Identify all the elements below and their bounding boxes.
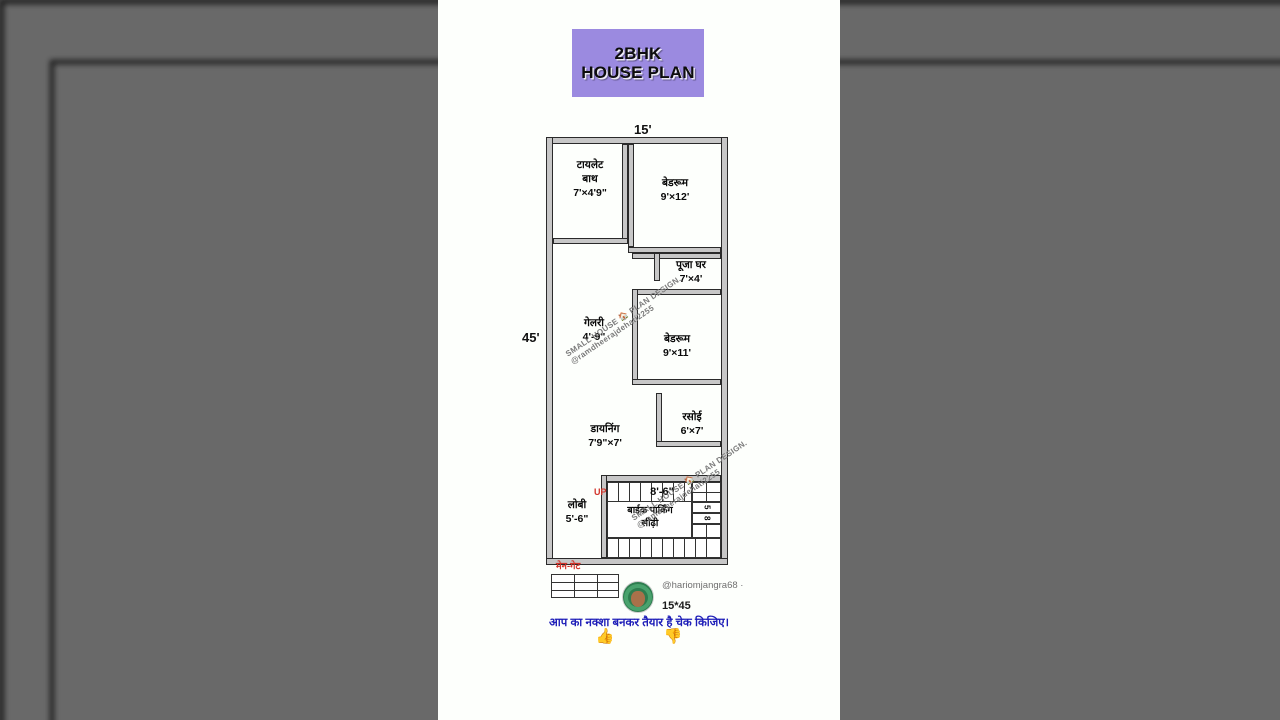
avatar[interactable]	[622, 581, 654, 613]
stair-tick	[662, 539, 663, 557]
wall-outer-right	[721, 137, 728, 565]
room-name-gallery: गेलरी	[583, 317, 605, 329]
wall-bedroom1-bottom	[628, 247, 721, 253]
wall-outer-top	[546, 137, 728, 144]
room-size-kitchen: 6'×7'	[680, 424, 704, 437]
room-name-bedroom2: बेडरूम	[663, 333, 691, 345]
room-label-toilet-bath: टायलेट बाथ 7'×4'9"	[560, 159, 620, 201]
stair-tick	[651, 539, 652, 557]
wall-gallery-right	[632, 289, 638, 385]
wall-parking-top	[601, 475, 721, 482]
stair-hatch-lower	[607, 538, 721, 558]
stair-tick	[706, 539, 707, 557]
room-size-bedroom2: 9'×11'	[662, 346, 692, 359]
wall-pooja-bottom	[632, 289, 721, 295]
stair-step-5: 5	[692, 502, 721, 513]
video-content-panel: 2BHK HOUSE PLAN 15' 45'	[438, 0, 840, 720]
wall-bedroom1-left	[628, 144, 634, 247]
plot-size-code: 15*45	[662, 600, 691, 612]
caption-text: आप का नक्शा बनकर तैयार है चेक किजिए।	[548, 617, 730, 629]
main-gate-hatch	[551, 574, 619, 598]
room-label-pooja: पूजा घर 7'×4'	[662, 259, 720, 287]
wall-outer-left	[546, 137, 553, 565]
plot-depth-dimension: 45'	[522, 330, 540, 345]
thumbs-up-icon[interactable]: 👍	[595, 628, 615, 645]
plot-width-dimension: 15'	[634, 122, 652, 137]
avatar-hood	[624, 584, 652, 611]
banner-line-2: HOUSE PLAN	[581, 63, 695, 82]
room-name-dining: डायनिंग	[590, 423, 620, 435]
stair-hatch-upper	[607, 482, 692, 502]
wall-outer-bottom	[546, 558, 728, 565]
room-size-lobby: 5'-6"	[565, 512, 589, 525]
room-label-lobby: लोबी 5'-6"	[554, 499, 600, 527]
floor-plan-drawing: 5 8 UP मेन-गेट टायलेट बाथ 7'×4'9"	[546, 137, 749, 598]
stair-tick	[629, 539, 630, 557]
main-gate-label: मेन-गेट	[556, 561, 581, 572]
room-name-kitchen: रसोई	[682, 411, 702, 423]
title-banner: 2BHK HOUSE PLAN	[572, 29, 704, 97]
stair-tick	[640, 539, 641, 557]
room-name-toilet: टायलेट	[576, 159, 604, 171]
gate-tick	[551, 582, 619, 583]
wall-pooja-top	[632, 253, 721, 259]
room-name-bike-parking: बाईक पार्किंग	[627, 505, 673, 516]
room-size-bedroom1: 9'×12'	[660, 190, 690, 203]
stair-tick	[673, 483, 674, 501]
stair-tick	[684, 539, 685, 557]
wall-toilet-bottom	[553, 238, 628, 244]
stair-tick	[640, 483, 641, 501]
wall-kitchen-left	[656, 393, 662, 447]
stair-tick	[629, 483, 630, 501]
stair-step-5-label: 5	[702, 505, 712, 510]
wall-pooja-left	[654, 253, 660, 281]
gate-tick	[597, 574, 598, 598]
parking-open-area	[607, 502, 692, 538]
stair-tick	[651, 483, 652, 501]
room-label-bedroom-1: बेडरूम 9'×12'	[642, 177, 708, 205]
stair-tick	[673, 539, 674, 557]
up-direction-label: UP	[594, 487, 607, 497]
stair-tick	[662, 483, 663, 501]
stair-tick	[693, 492, 721, 493]
stair-tick	[618, 539, 619, 557]
room-size-toilet: 7'×4'9"	[573, 186, 607, 199]
room-label-gallery: गेलरी 4'-9"	[568, 317, 620, 345]
room-size-pooja: 7'×4'	[679, 272, 703, 285]
gate-tick	[551, 590, 619, 591]
room-name-stairs: सीढ़ी	[641, 517, 659, 529]
room-size-gallery: 4'-9"	[582, 330, 606, 343]
room-label-dining: डायनिंग 7'9"×7'	[570, 423, 640, 451]
wall-bedroom2-bottom	[632, 379, 721, 385]
room-label-bike-parking: बाईक पार्किंग सीढ़ी	[609, 505, 691, 530]
room-size-dining: 7'9"×7'	[588, 436, 622, 449]
thumbs-down-icon[interactable]: 👎	[663, 628, 683, 645]
room-name-bath: बाथ	[582, 172, 598, 185]
stair-tick	[618, 483, 619, 501]
room-label-kitchen: रसोई 6'×7'	[666, 411, 718, 439]
gate-tick	[574, 574, 575, 598]
stair-step-8-label: 8	[702, 516, 712, 521]
room-name-pooja: पूजा घर	[676, 259, 706, 271]
parking-size-label: 8'-6"	[650, 486, 674, 498]
room-name-bedroom1: बेडरूम	[661, 177, 689, 189]
banner-line-1: 2BHK	[614, 43, 662, 63]
avatar-face	[631, 591, 645, 607]
wall-kitchen-bottom	[656, 441, 721, 447]
channel-handle[interactable]: @hariomjangra68 ·	[662, 580, 744, 591]
stair-tick	[706, 525, 707, 538]
stair-tick	[684, 483, 685, 501]
room-label-bedroom-2: बेडरूम 9'×11'	[644, 333, 710, 361]
reaction-row: 👍 👎	[438, 628, 840, 646]
stair-tick	[695, 539, 696, 557]
room-name-lobby: लोबी	[567, 499, 587, 511]
stair-step-8: 8	[692, 513, 721, 524]
wall-lobby-right	[601, 475, 607, 558]
